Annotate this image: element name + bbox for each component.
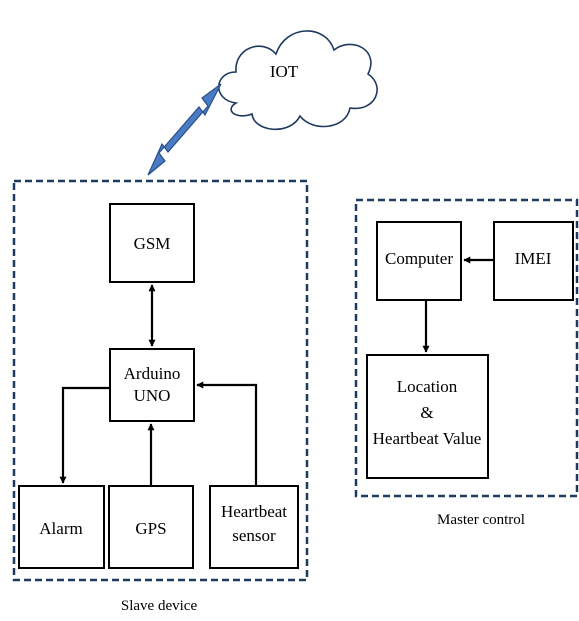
slave-device-boundary [12, 179, 309, 582]
arduino-label-line2: UNO [134, 386, 171, 405]
arduino-alarm-arrow [59, 386, 110, 484]
computer-label: Computer [385, 249, 453, 268]
slave-device-caption: Slave device [121, 598, 198, 614]
imei-label: IMEI [515, 249, 552, 268]
gps-block: GPS [108, 485, 194, 569]
gps-label: GPS [135, 519, 166, 538]
computer-block: Computer [376, 221, 462, 301]
location-label-line1: Location [397, 377, 458, 396]
iot-label: IOT [270, 62, 299, 81]
heartbeat-arduino-arrow [196, 381, 258, 485]
master-control-caption: Master control [437, 512, 525, 528]
heartbeat-label-line2: sensor [232, 526, 276, 545]
iot-cloud: IOT [218, 30, 378, 131]
alarm-label: Alarm [39, 519, 82, 538]
gsm-block: GSM [109, 203, 195, 283]
arduino-block: Arduino UNO [109, 348, 195, 422]
location-label-line2: & [420, 403, 433, 422]
iot-link-arrow [147, 83, 222, 176]
cloud-shape [218, 30, 378, 131]
location-label-line3: Heartbeat Value [373, 429, 482, 448]
alarm-block: Alarm [18, 485, 105, 569]
imei-block: IMEI [493, 221, 574, 301]
gsm-label: GSM [134, 234, 171, 253]
heartbeat-sensor-block: Heartbeat sensor [209, 485, 299, 569]
heartbeat-label-line1: Heartbeat [221, 502, 287, 521]
arduino-label-line1: Arduino [124, 364, 181, 383]
master-control-boundary [354, 198, 579, 498]
location-heartbeat-block: Location & Heartbeat Value [366, 354, 489, 479]
